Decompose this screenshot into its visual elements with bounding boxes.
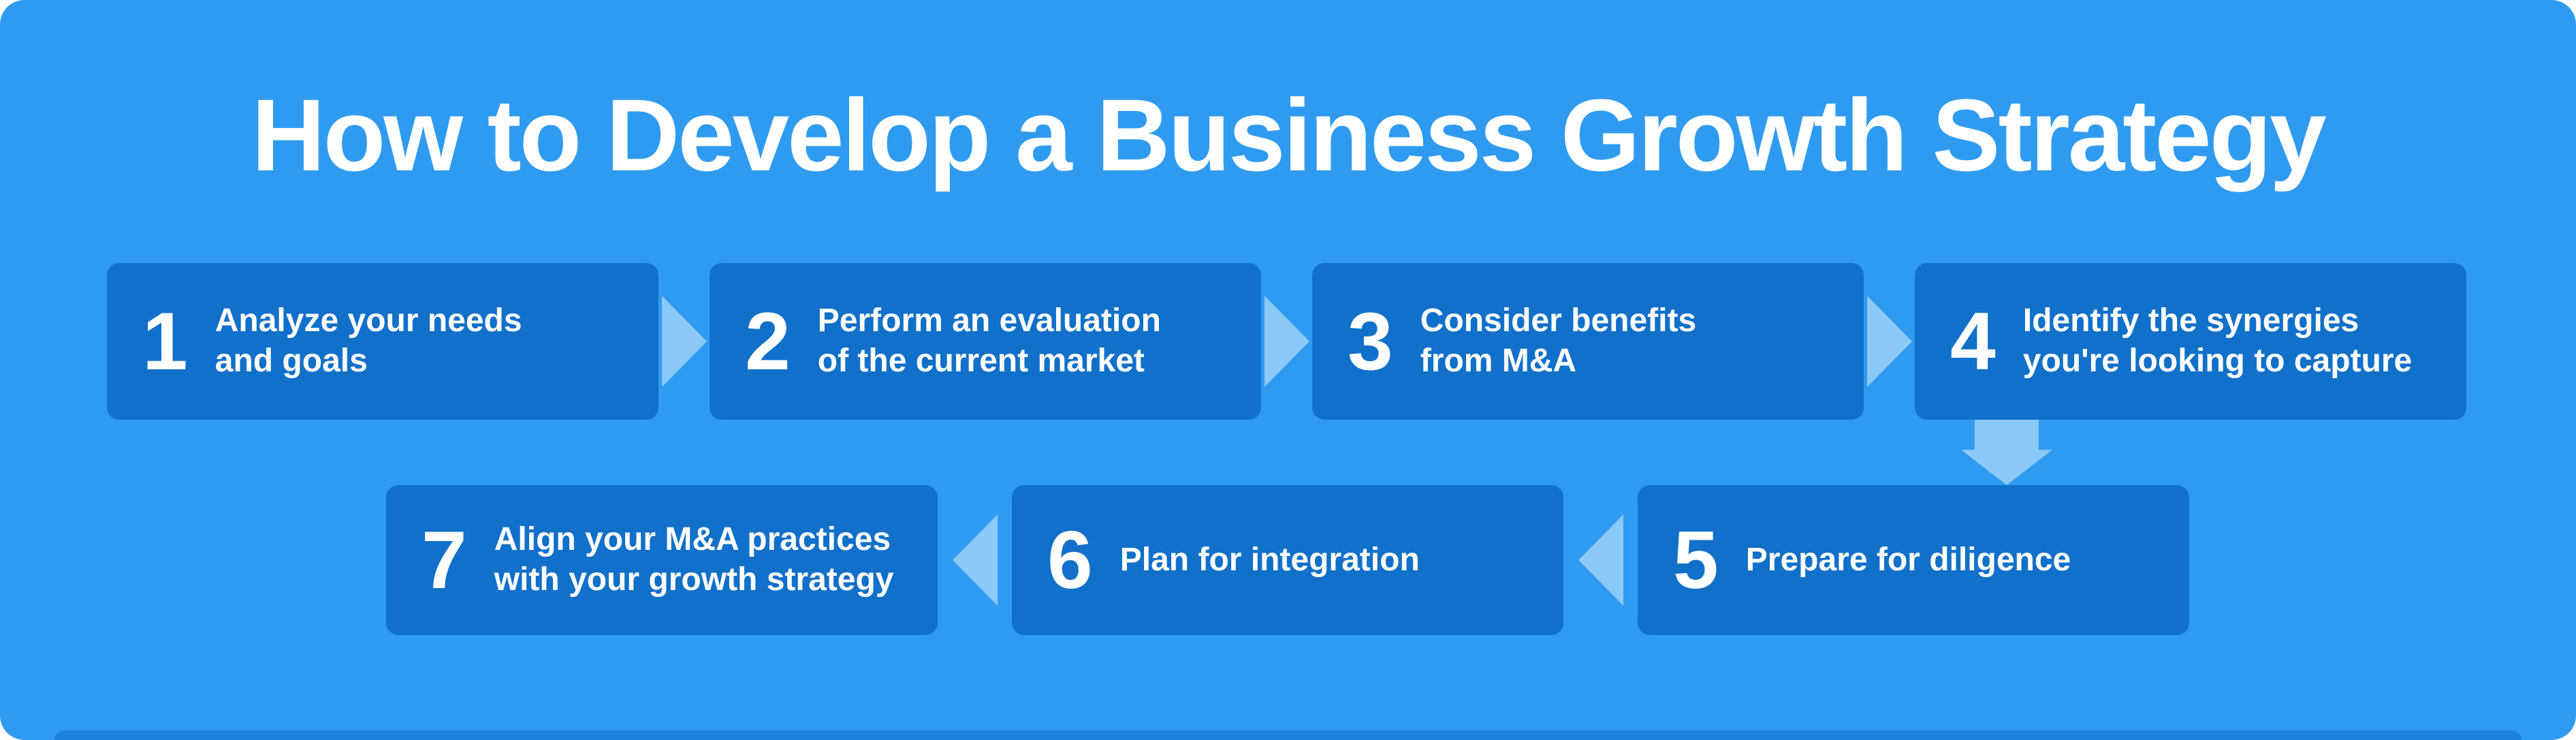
arrow-left-icon — [1578, 514, 1623, 606]
arrow-down-stem — [1975, 420, 2039, 450]
step-row-bottom: 7 Align your M&A practices with your gro… — [386, 485, 2189, 635]
step-number: 1 — [142, 296, 188, 387]
step-box-2: 2 Perform an evaluation of the current m… — [710, 263, 1261, 420]
step-label-line: Align your M&A practices — [494, 521, 891, 558]
arrow-down-head — [1961, 450, 2052, 485]
arrow-right-icon — [1866, 296, 1912, 387]
arrow-left-icon — [952, 514, 998, 606]
step-number: 3 — [1348, 296, 1393, 387]
arrow-slot — [1261, 296, 1312, 387]
step-label-line: Prepare for diligence — [1745, 541, 2071, 578]
arrow-slot — [1563, 514, 1638, 606]
arrow-slot — [1864, 296, 1915, 387]
step-number: 5 — [1673, 514, 1719, 606]
step-label: Prepare for diligence — [1746, 540, 2071, 581]
arrow-right-icon — [1264, 296, 1309, 387]
step-label: Align your M&A practices with your growt… — [494, 520, 894, 600]
step-label-line: Consider benefits — [1420, 303, 1697, 339]
step-label-line: you're looking to capture — [2022, 343, 2413, 379]
step-label-line: and goals — [214, 343, 368, 379]
step-row-top: 1 Analyze your needs and goals 2 Perform… — [107, 263, 2466, 420]
step-label-line: Analyze your needs — [214, 303, 522, 339]
page-title: How to Develop a Business Growth Strateg… — [251, 78, 2326, 192]
arrow-slot — [938, 514, 1012, 606]
step-label: Plan for integration — [1120, 540, 1420, 581]
step-box-6: 6 Plan for integration — [1012, 485, 1563, 635]
arrow-down-icon — [1961, 420, 2052, 485]
step-label-line: with your growth strategy — [494, 561, 894, 598]
step-label-line: Plan for integration — [1119, 541, 1420, 578]
step-label: Identify the synergies you're looking to… — [2023, 301, 2412, 381]
step-label-line: Identify the synergies — [2022, 303, 2359, 339]
arrow-right-icon — [661, 296, 707, 387]
step-number: 2 — [745, 296, 791, 387]
step-label: Perform an evaluation of the current mar… — [818, 301, 1161, 381]
step-label: Analyze your needs and goals — [215, 301, 522, 381]
step-box-7: 7 Align your M&A practices with your gro… — [386, 485, 938, 635]
step-label: Consider benefits from M&A — [1420, 301, 1696, 381]
footer-strip — [54, 730, 2522, 740]
step-box-4: 4 Identify the synergies you're looking … — [1915, 263, 2466, 420]
step-box-5: 5 Prepare for diligence — [1638, 485, 2189, 635]
step-label-line: of the current market — [817, 343, 1145, 379]
arrow-slot — [658, 296, 710, 387]
step-number: 4 — [1950, 296, 1996, 387]
step-number: 6 — [1047, 514, 1093, 606]
step-label-line: Perform an evaluation — [817, 303, 1161, 339]
step-box-3: 3 Consider benefits from M&A — [1312, 263, 1864, 420]
step-number: 7 — [422, 514, 467, 606]
step-label-line: from M&A — [1420, 343, 1577, 379]
step-box-1: 1 Analyze your needs and goals — [107, 263, 658, 420]
